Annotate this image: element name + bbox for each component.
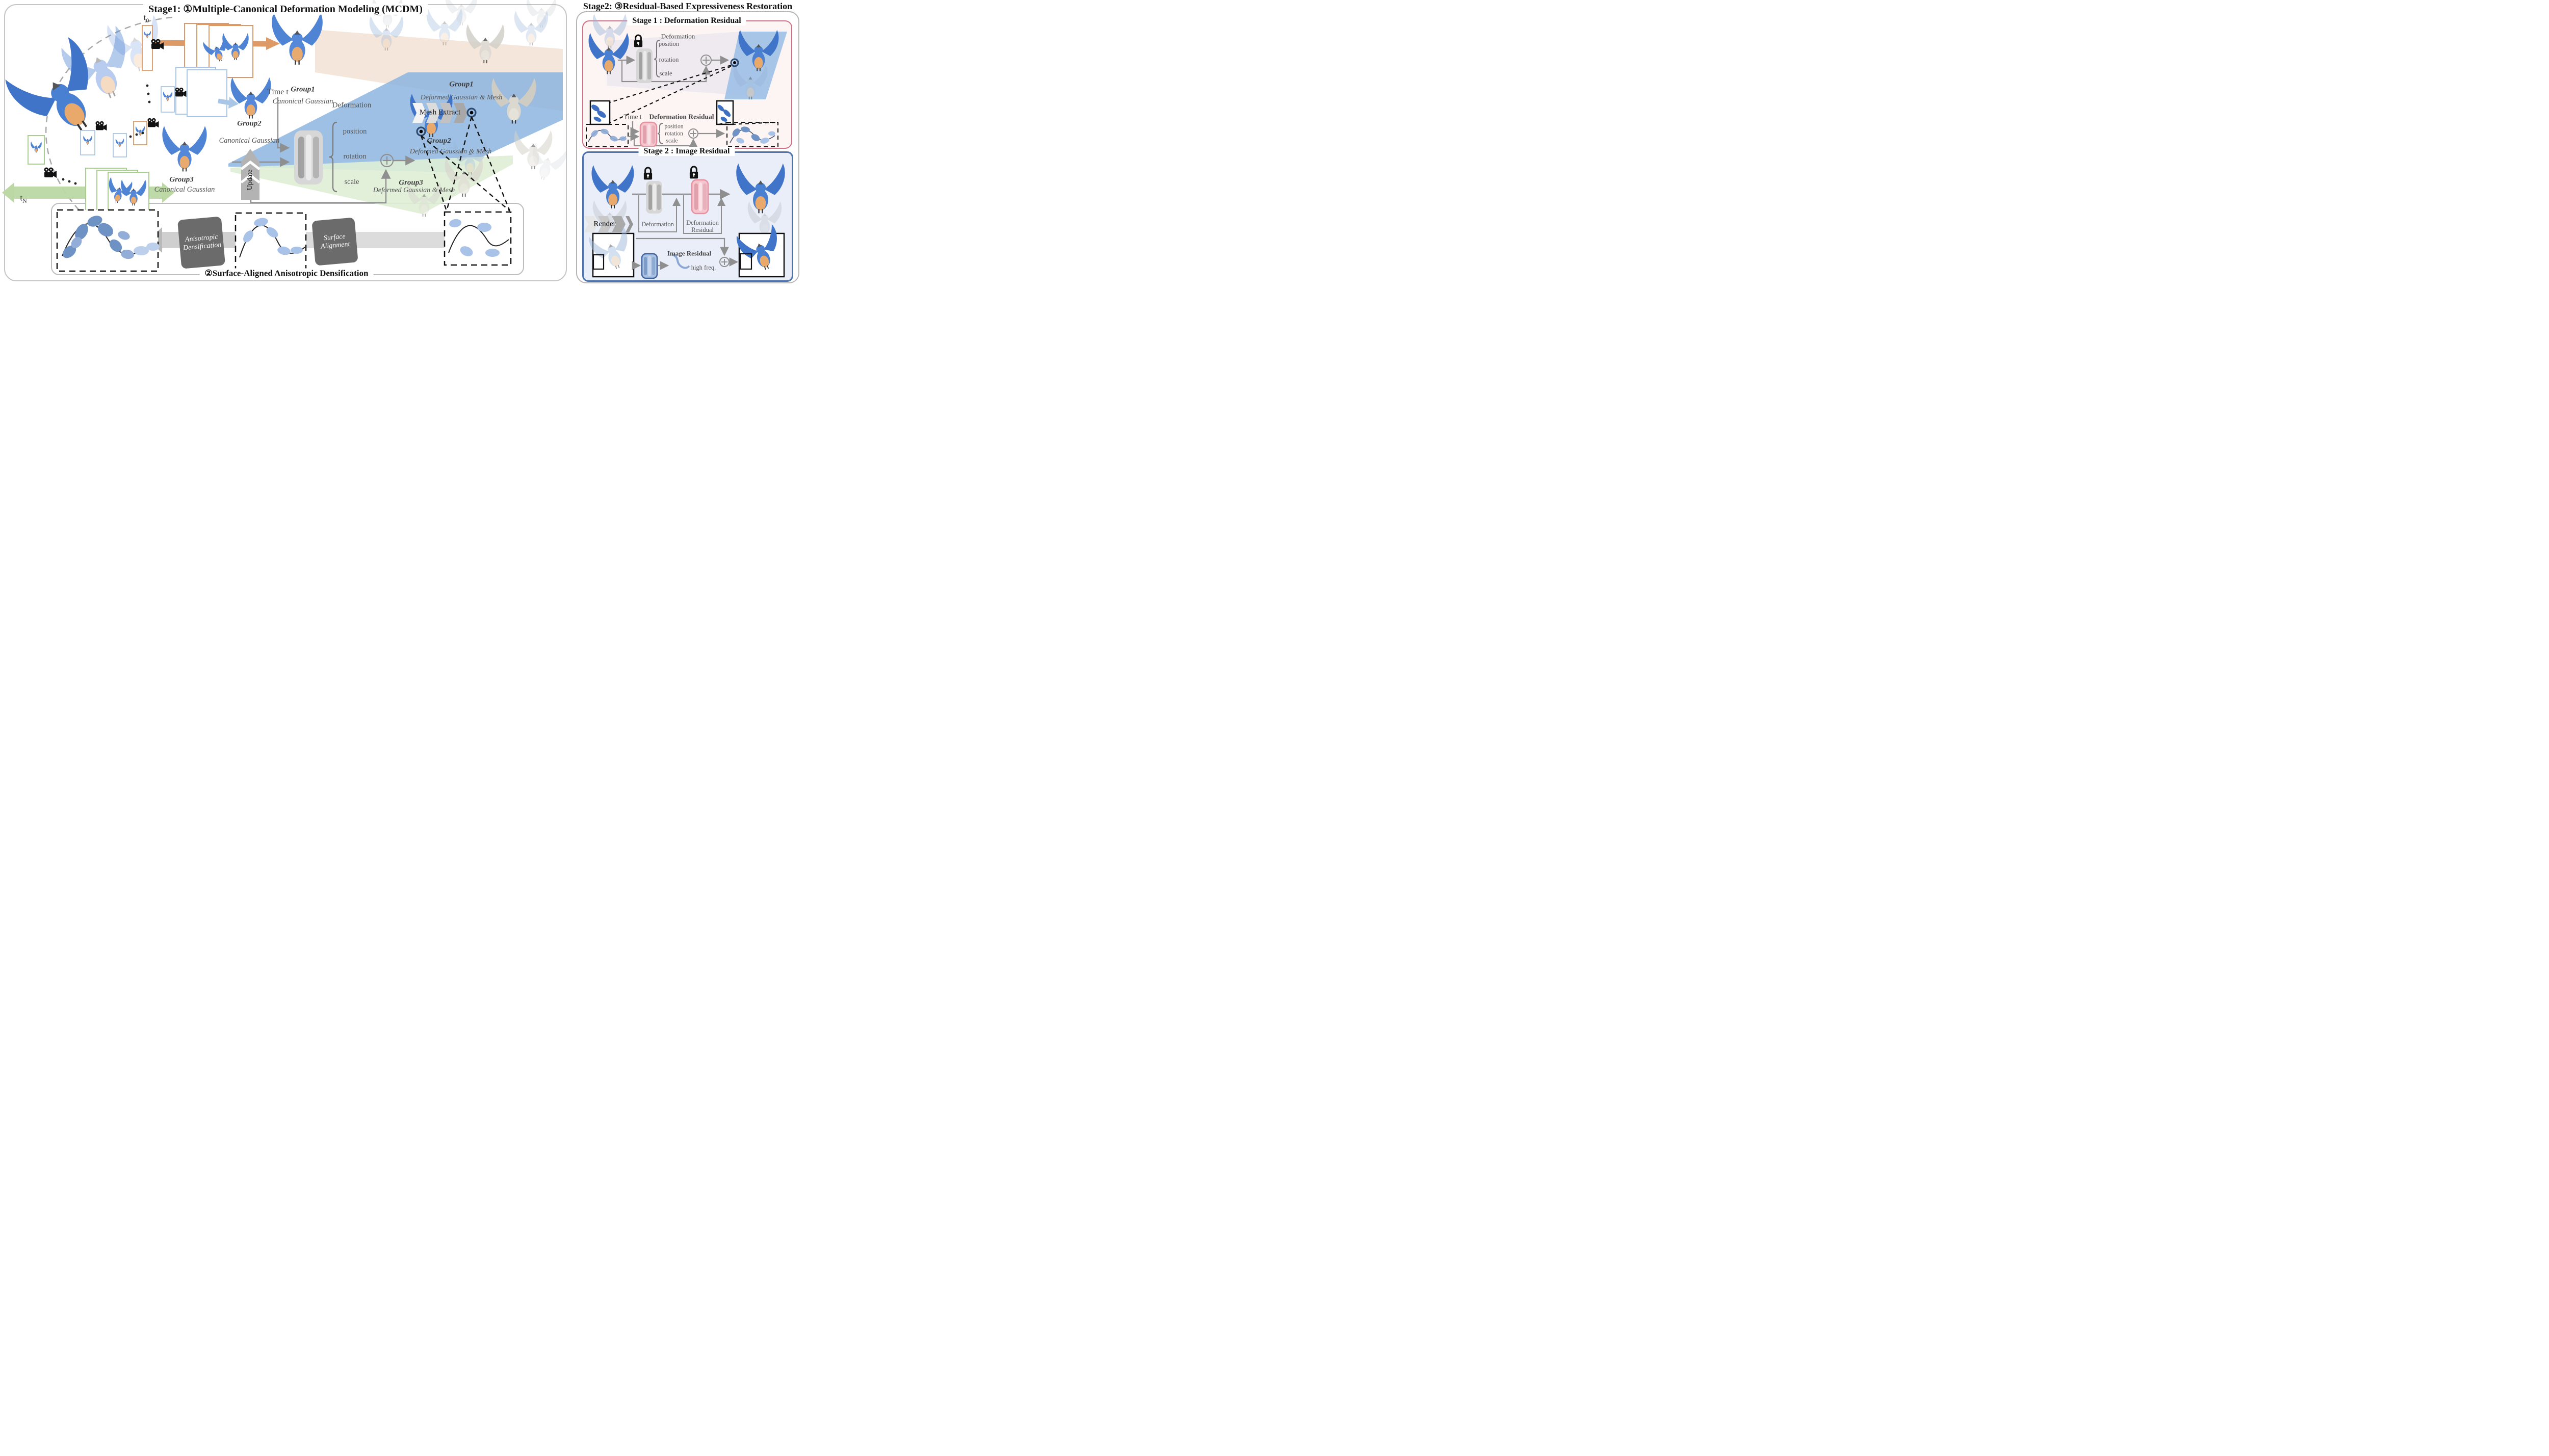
- s2a-r-scale-label: scale: [666, 138, 678, 144]
- s2a-residual-add: [688, 128, 698, 139]
- lock-icon: [633, 34, 643, 48]
- aligned-gaussians-box: [235, 212, 307, 270]
- group3-name: Group3: [169, 175, 194, 184]
- group2-type: Canonical Gaussian: [219, 136, 280, 145]
- group1-name: Group1: [291, 85, 315, 94]
- deformation-label: Deformation: [332, 101, 372, 110]
- s2a-deformation-mlp: [633, 34, 653, 83]
- s2a-r-rotation-label: rotation: [665, 130, 683, 137]
- s2b-add: [719, 257, 730, 267]
- s2a-residual-brace: [657, 123, 663, 144]
- rendered-image-box: [587, 225, 637, 278]
- group2-camera-chain: [80, 67, 239, 157]
- s2a-residual-mlp: [639, 121, 658, 148]
- dgroup3-name: Group3: [399, 178, 423, 187]
- image-residual-label: Image Residual: [667, 249, 712, 257]
- update-arrow: [240, 149, 261, 200]
- t0-label: t0: [143, 12, 149, 24]
- s2a-brace: [654, 40, 660, 77]
- update-label: Update: [246, 169, 254, 191]
- mesh-extract-label: Mesh Extract: [419, 108, 461, 117]
- s2a-position-label: position: [658, 40, 680, 47]
- group3-camera-chain: [2, 135, 174, 218]
- add-symbol: [380, 153, 394, 168]
- surface-alignment-box: [312, 218, 358, 266]
- position-label: position: [343, 127, 367, 136]
- dgroup2-type: Deformed Gaussian & Mesh: [409, 148, 492, 156]
- rotation-label: rotation: [343, 152, 367, 161]
- high-freq-label: high freq.: [691, 264, 716, 271]
- camera-icon: [44, 167, 57, 178]
- s2a-rotation-label: rotation: [659, 56, 679, 63]
- raw-gaussians-box: [444, 211, 512, 266]
- mesh-extract-arrow: [412, 103, 467, 123]
- stage1-title: Stage1: ①Multiple-Canonical Deformation …: [143, 3, 428, 15]
- dgroup2-name: Group2: [427, 137, 451, 145]
- anisotropic-densification-box: [177, 217, 225, 269]
- render-arrow: [584, 216, 633, 232]
- group3-type: Canonical Gaussian: [154, 185, 215, 194]
- s2a-right-gaussian-box: [726, 122, 778, 147]
- s2a-residual-label: Deformation Residual: [649, 113, 714, 121]
- dgroup1-name: Group1: [449, 80, 474, 89]
- lock-icon: [689, 166, 699, 179]
- dgroup1-type: Deformed Gaussian & Mesh: [420, 94, 503, 102]
- render-label: Render: [593, 220, 616, 228]
- s2b-deformation-mlp: [643, 167, 662, 214]
- s2a-r-position-label: position: [664, 123, 684, 130]
- s2a-flow: [618, 56, 730, 83]
- s2a-deformation-label: Deformation: [661, 32, 695, 40]
- s2a-left-gaussian-box: [586, 124, 629, 147]
- diagram-art: [1, 0, 787, 279]
- image-residual-title: Stage 2 : Image Residual: [638, 147, 735, 156]
- wing-crop-box: [589, 100, 734, 125]
- s2a-add: [700, 55, 712, 66]
- s2b-deformation-label: Deformation: [641, 221, 674, 228]
- group2-name: Group2: [237, 119, 262, 128]
- figure-canvas: Stage1: ①Multiple-Canonical Deformation …: [0, 0, 799, 288]
- time-t-label: Time t: [267, 88, 289, 97]
- s2b-residual-flow: [632, 237, 739, 270]
- deformation-mlp: [294, 130, 323, 184]
- densified-gaussians-box: [56, 209, 160, 272]
- s2a-scale-label: scale: [659, 70, 672, 77]
- lock-icon: [643, 167, 653, 180]
- s2b-residual-mlp: [689, 166, 709, 215]
- outputs-brace: [329, 121, 337, 193]
- stage2-title: Stage2: ③Residual-Based Expressiveness R…: [580, 1, 796, 12]
- surface-alignment-label: Surface Alignment: [320, 232, 350, 251]
- correspondence-dot: [730, 58, 739, 67]
- dgroup3-type: Deformed Gaussian & Mesh: [373, 187, 455, 195]
- densification-title: ②Surface-Aligned Anisotropic Densificati…: [199, 268, 374, 278]
- zoom-dashed-lines: [420, 116, 511, 211]
- s2b-residual-label: Deformation Residual: [686, 219, 719, 233]
- group1-type: Canonical Gaussian: [272, 97, 333, 105]
- scale-label: scale: [344, 177, 359, 186]
- restored-image-box: [735, 223, 787, 278]
- s2a-residual-flow: [629, 121, 725, 148]
- deform-residual-title: Stage 1 : Deformation Residual: [627, 16, 746, 25]
- s2a-time-t-label: Time t: [623, 113, 642, 121]
- high-freq-squiggle: [672, 254, 690, 269]
- image-residual-mlp: [641, 253, 658, 279]
- tN-label: tN: [20, 193, 27, 205]
